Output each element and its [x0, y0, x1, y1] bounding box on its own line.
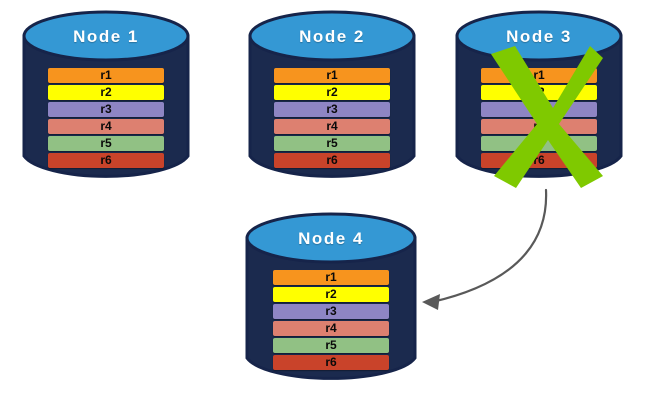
node-2-row-r6[interactable]: r6 [274, 153, 390, 168]
node-1-rows: r1 r2 r3 r4 r5 r6 [22, 68, 190, 168]
node-4-row-r3[interactable]: r3 [273, 304, 389, 319]
node-2[interactable]: Node 2 r1 r2 r3 r4 r5 r6 [248, 8, 416, 184]
node-1-row-r3[interactable]: r3 [48, 102, 164, 117]
node-4-rows: r1 r2 r3 r4 r5 r6 [245, 270, 417, 370]
node-3-row-r3[interactable]: r3 [481, 102, 597, 117]
node-1[interactable]: Node 1 r1 r2 r3 r4 r5 r6 [22, 8, 190, 184]
node-1-row-r2[interactable]: r2 [48, 85, 164, 100]
node-3-row-r4[interactable]: r4 [481, 119, 597, 134]
node-3-row-r1[interactable]: r1 [481, 68, 597, 83]
node-1-row-r1[interactable]: r1 [48, 68, 164, 83]
node-4-row-r5[interactable]: r5 [273, 338, 389, 353]
node-1-row-r5[interactable]: r5 [48, 136, 164, 151]
node-2-row-r1[interactable]: r1 [274, 68, 390, 83]
node-4-row-r2[interactable]: r2 [273, 287, 389, 302]
node-3-rows: r1 r2 r3 r4 r5 r6 [455, 68, 623, 168]
node-1-row-r6[interactable]: r6 [48, 153, 164, 168]
node-2-row-r3[interactable]: r3 [274, 102, 390, 117]
node-2-row-r5[interactable]: r5 [274, 136, 390, 151]
node-2-rows: r1 r2 r3 r4 r5 r6 [248, 68, 416, 168]
node-3-row-r2[interactable]: r2 [481, 85, 597, 100]
node-3-row-r5[interactable]: r5 [481, 136, 597, 151]
node-4-row-r6[interactable]: r6 [273, 355, 389, 370]
node-3-row-r6[interactable]: r6 [481, 153, 597, 168]
node-3[interactable]: Node 3 r1 r2 r3 r4 r5 r6 [455, 8, 623, 188]
node-2-row-r4[interactable]: r4 [274, 119, 390, 134]
node-4-row-r1[interactable]: r1 [273, 270, 389, 285]
node-1-row-r4[interactable]: r4 [48, 119, 164, 134]
node-2-row-r2[interactable]: r2 [274, 85, 390, 100]
node-4[interactable]: Node 4 r1 r2 r3 r4 r5 r6 [245, 210, 417, 386]
node-4-row-r4[interactable]: r4 [273, 321, 389, 336]
